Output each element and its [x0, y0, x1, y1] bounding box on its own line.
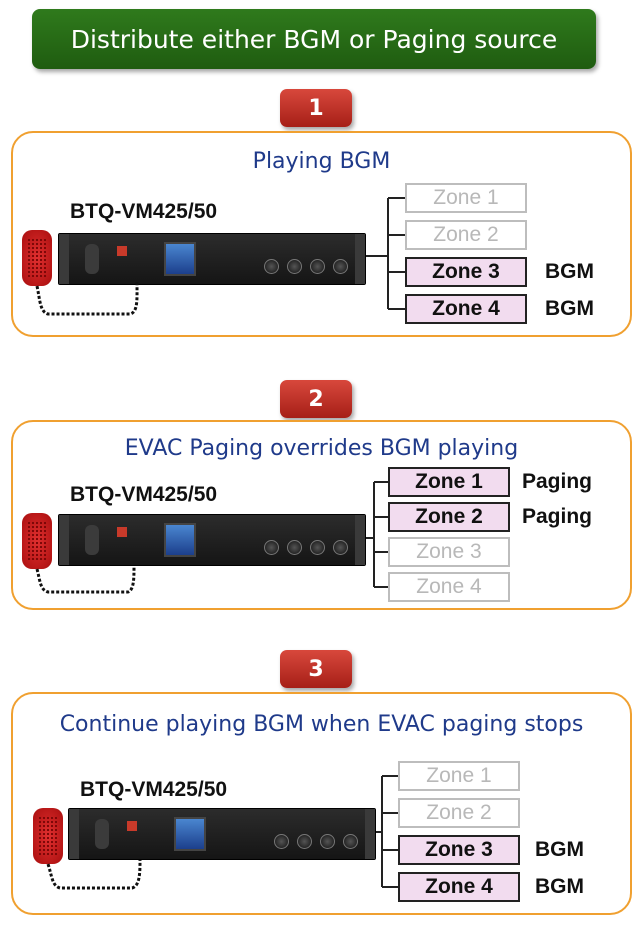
zone-box-3: Zone 3: [405, 257, 527, 287]
zone-box-1: Zone 1: [388, 467, 510, 497]
zone-box-2: Zone 2: [388, 502, 510, 532]
zone-status-4: BGM: [545, 297, 594, 320]
model-label: BTQ-VM425/50: [70, 200, 218, 223]
panel-heading: EVAC Paging overrides BGM playing: [124, 436, 519, 461]
amplifier-unit: [68, 808, 376, 860]
zone-box-1: Zone 1: [398, 761, 520, 791]
amplifier-unit: [58, 233, 366, 285]
panel-heading: Continue playing BGM when EVAC paging st…: [59, 712, 584, 737]
diagram-title: Distribute either BGM or Paging source: [32, 9, 596, 69]
zone-box-2: Zone 2: [398, 798, 520, 828]
zone-status-3: BGM: [535, 838, 584, 861]
step-badge-1: 1: [280, 89, 352, 127]
step-badge-2: 2: [280, 380, 352, 418]
panel-heading: Playing BGM: [252, 149, 391, 174]
zone-box-3: Zone 3: [398, 835, 520, 865]
zone-box-1: Zone 1: [405, 183, 527, 213]
zone-box-4: Zone 4: [405, 294, 527, 324]
zone-status-2: Paging: [522, 505, 593, 528]
model-label: BTQ-VM425/50: [80, 778, 228, 801]
model-label: BTQ-VM425/50: [70, 483, 218, 506]
zone-box-4: Zone 4: [398, 872, 520, 902]
zone-status-4: BGM: [535, 875, 584, 898]
zone-box-4: Zone 4: [388, 572, 510, 602]
zone-box-2: Zone 2: [405, 220, 527, 250]
amplifier-unit: [58, 514, 366, 566]
zone-status-3: BGM: [545, 260, 594, 283]
zone-box-3: Zone 3: [388, 537, 510, 567]
step-badge-3: 3: [280, 650, 352, 688]
zone-status-1: Paging: [522, 470, 593, 493]
